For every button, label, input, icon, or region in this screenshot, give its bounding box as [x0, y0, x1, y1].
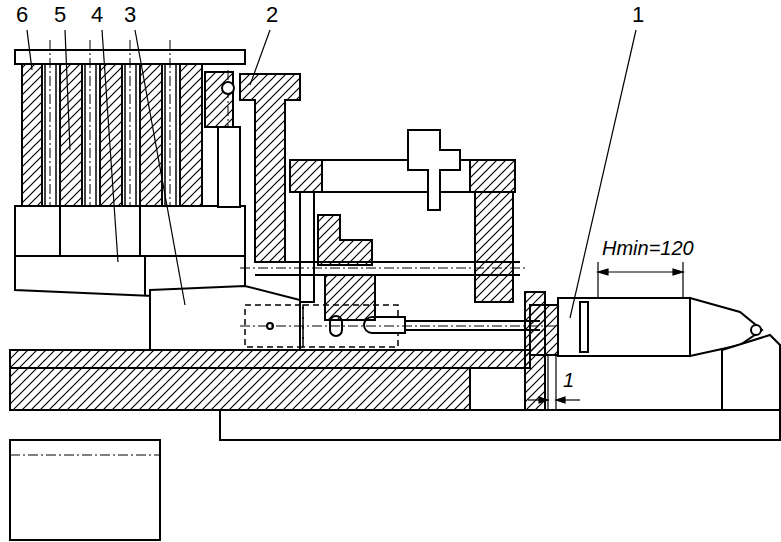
- callout-number: 4: [91, 4, 103, 26]
- dimension-text: Hmin=120: [600, 238, 696, 258]
- callout-number: 3: [124, 4, 136, 26]
- dimension-text: 1: [561, 370, 576, 390]
- callout-number: 2: [266, 4, 278, 26]
- callout-number: 6: [16, 4, 28, 26]
- callout-number: 5: [54, 4, 66, 26]
- callout-number: 1: [632, 4, 644, 26]
